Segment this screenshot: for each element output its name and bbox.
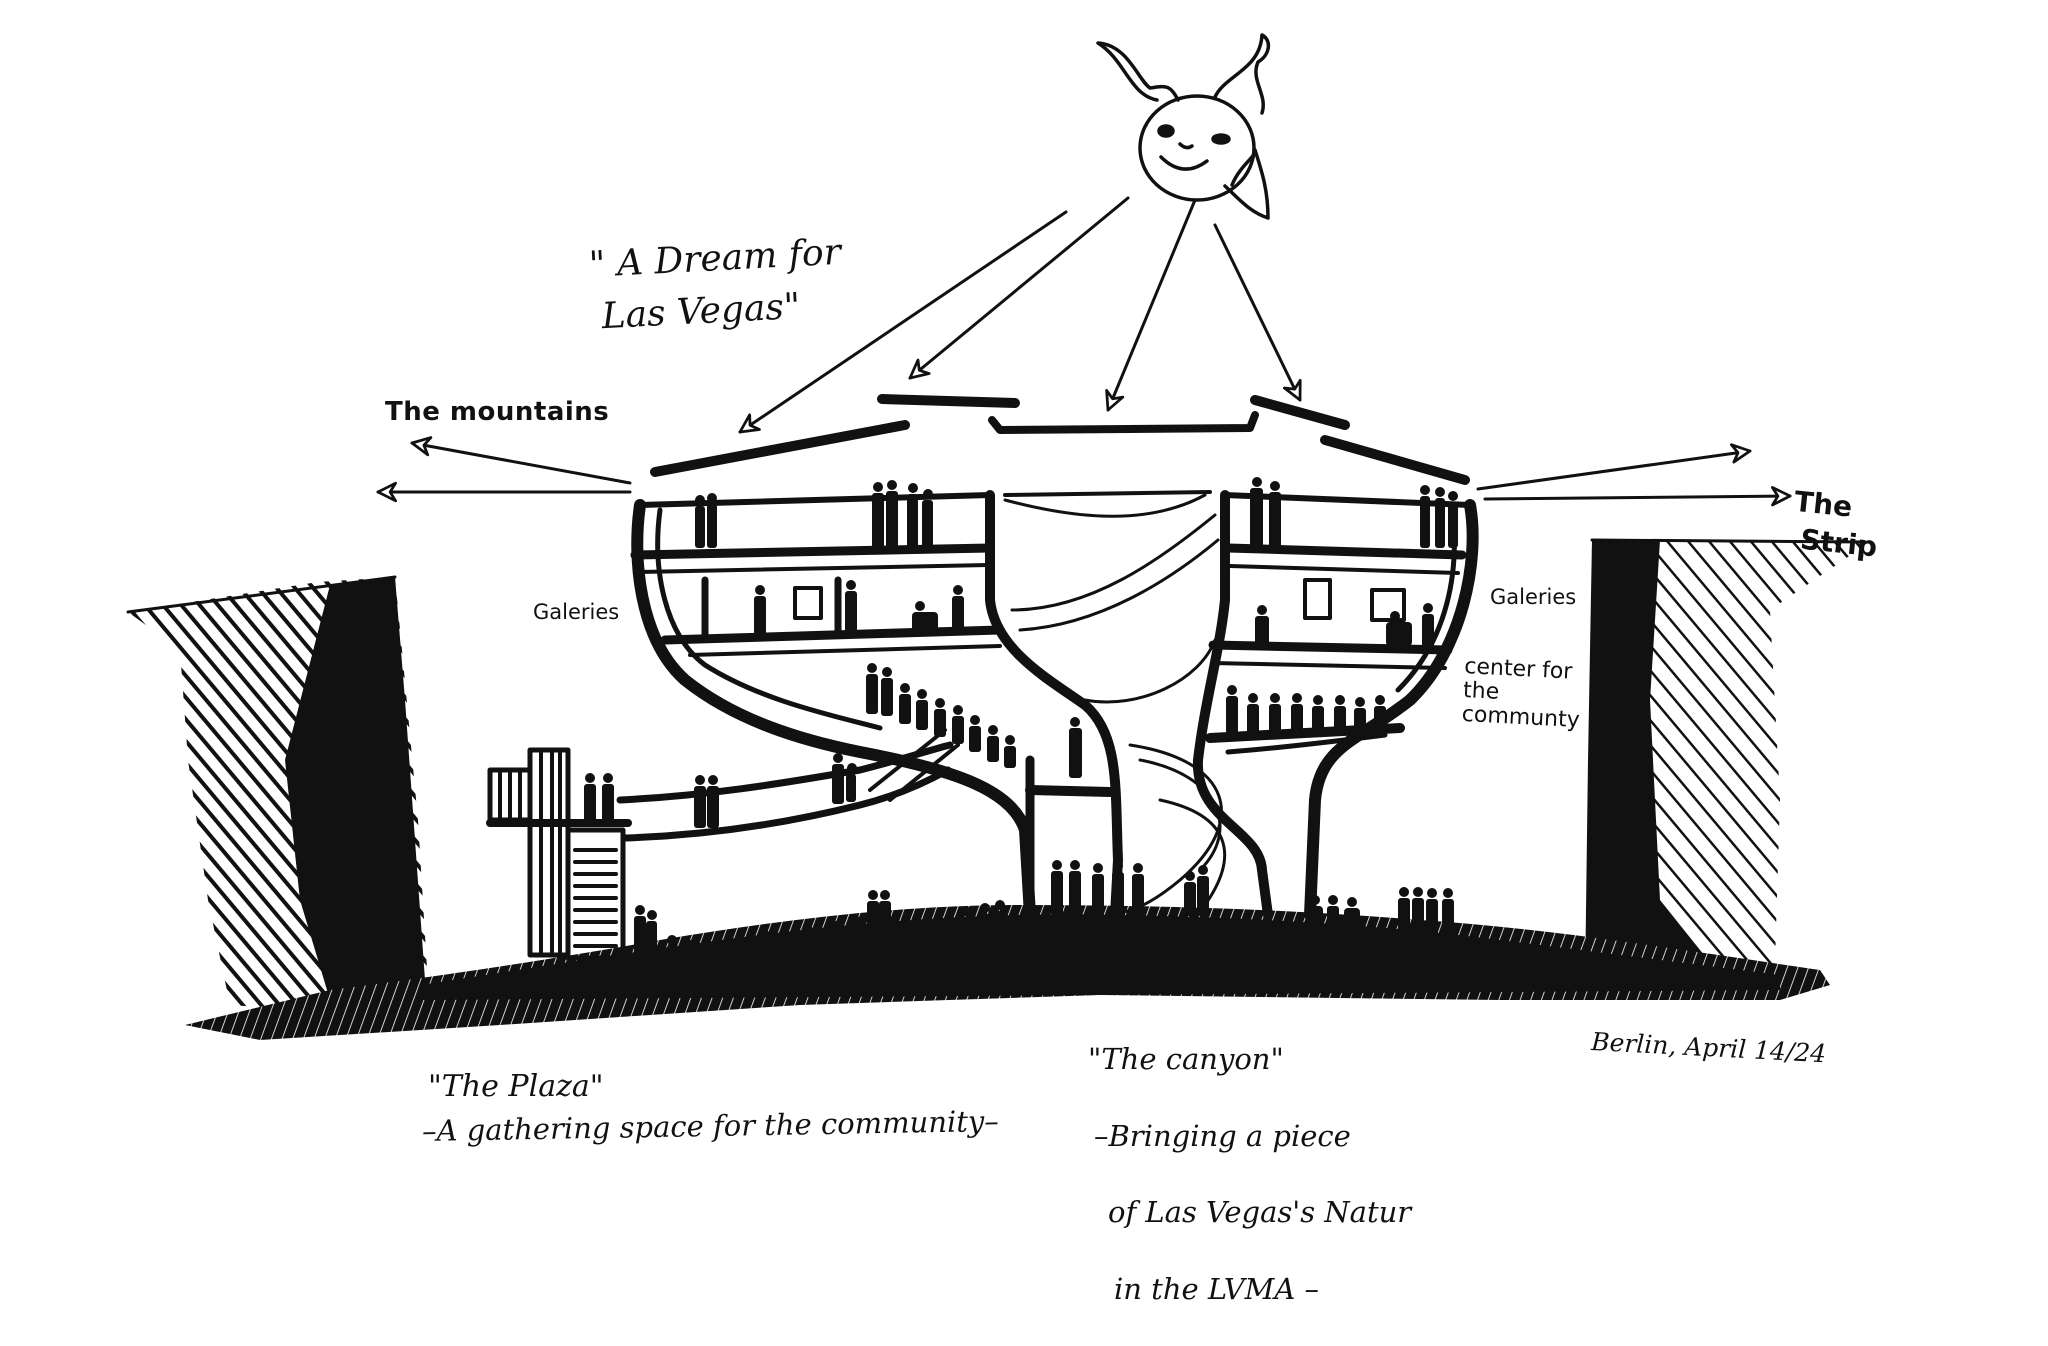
plaza-subtitle: –A gathering space for the community– <box>421 1103 1000 1149</box>
smiling-sun-icon <box>1096 33 1271 220</box>
label-galeries-left: Galeries <box>533 600 620 624</box>
canyon-line-1: –Bringing a piece <box>1094 1118 1351 1153</box>
caption-the-canyon: "The canyon" –Bringing a piece of Las Ve… <box>1088 1002 1411 1346</box>
right-cliff <box>1585 538 1870 985</box>
label-the-mountains: The mountains <box>385 397 610 427</box>
canyon-line-3: in the LVMA – <box>1114 1271 1319 1306</box>
label-galeries-right: Galeries <box>1490 585 1577 609</box>
caption-the-plaza: "The Plaza" –A gathering space for the c… <box>422 1035 999 1178</box>
strip-line-2: Strip <box>1798 522 1879 564</box>
title-line-1: " A Dream for <box>587 231 842 287</box>
canyon-title: "The canyon" <box>1088 1042 1284 1077</box>
roof-canopy <box>650 394 1470 485</box>
plaza-stair-tower <box>486 747 632 961</box>
people-silhouettes <box>584 477 1458 982</box>
strip-line-1: The <box>1792 485 1854 525</box>
canyon-line-2: of Las Vegas's Natur <box>1108 1195 1412 1230</box>
ground-terrain <box>185 905 1830 1040</box>
plaza-title: "The Plaza" <box>428 1068 604 1104</box>
museum-building <box>616 490 1479 921</box>
title-line-2: Las Vegas" <box>600 286 802 338</box>
sunlight-arrows <box>738 196 1302 434</box>
view-arrows-left <box>376 436 632 503</box>
view-arrows-right <box>1476 443 1792 507</box>
left-cliff <box>126 575 428 1010</box>
sketch-canvas <box>126 33 1870 1040</box>
label-community-center: center for the communty <box>1461 654 1581 734</box>
